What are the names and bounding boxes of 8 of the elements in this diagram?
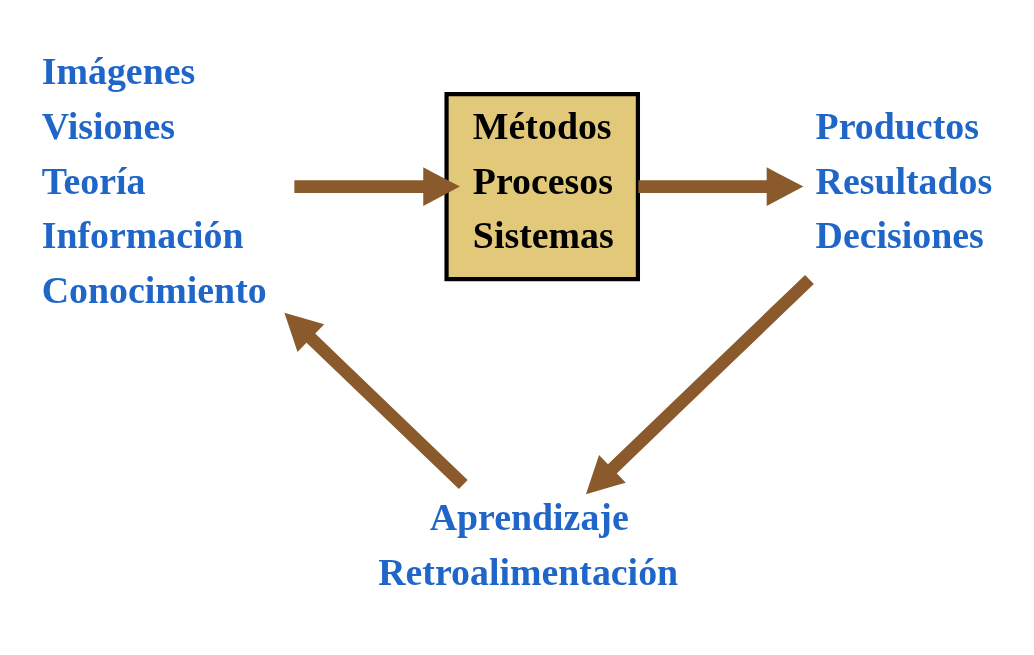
arrow <box>638 167 804 206</box>
node-text: Imágenes Visiones Teoría Información Conocimiento <box>41 50 267 312</box>
arrow <box>294 167 460 206</box>
node-text: Productos Resultados Decisiones <box>815 105 993 257</box>
node-box: Métodos Procesos Sistemas <box>444 92 640 282</box>
arrow <box>284 312 468 490</box>
node-text: Aprendizaje Retroalimentación <box>378 496 679 593</box>
arrow <box>585 274 814 495</box>
